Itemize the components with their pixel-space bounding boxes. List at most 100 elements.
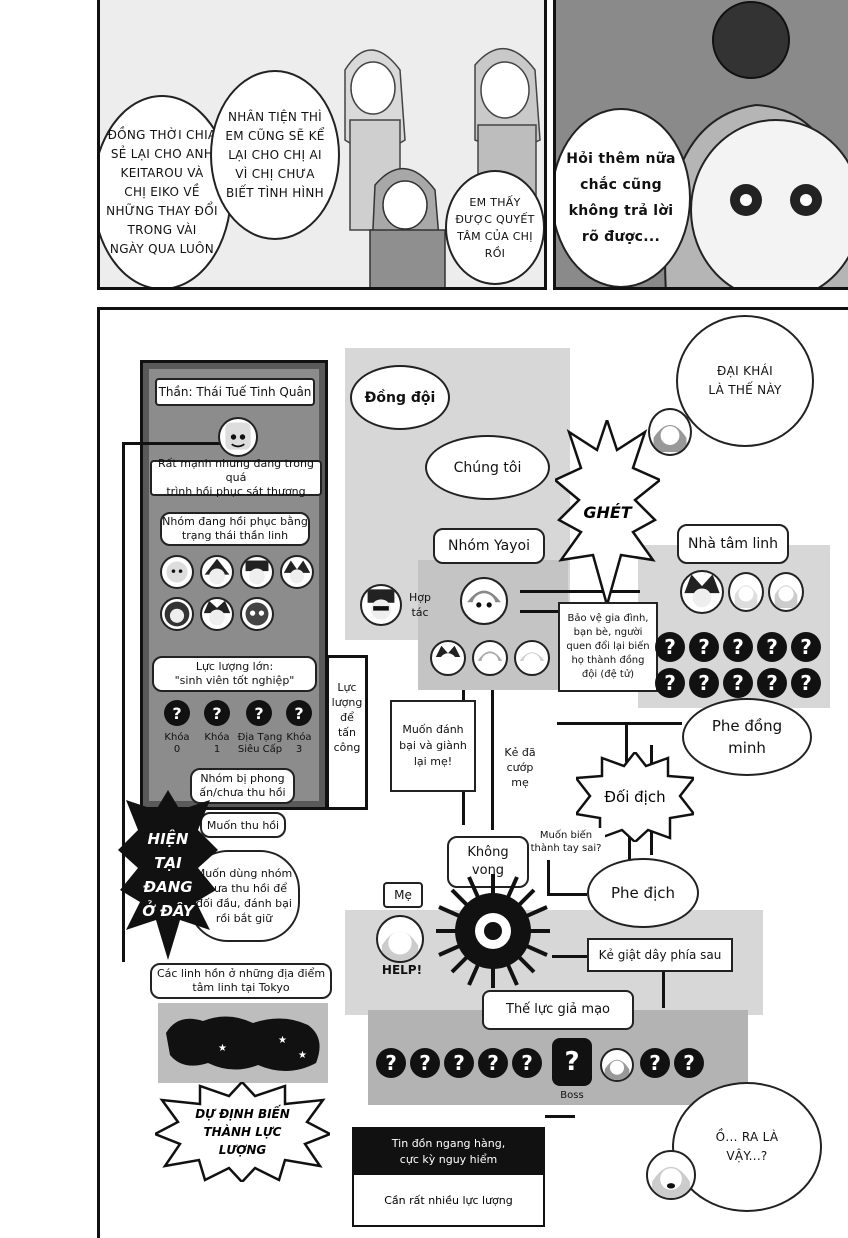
fake-unknown-icon-7: ? xyxy=(674,1048,704,1078)
spirit-house-unknown-icon-8: ? xyxy=(723,668,753,698)
year-1-label: Khóa 1 xyxy=(204,732,230,755)
attack-force-label: Lực lượng để tấn công xyxy=(331,681,363,754)
yayoi-group-label: Nhóm Yayoi xyxy=(433,528,545,564)
bubble-ask-text: Hỏi thêm nữa chắc cũng không trả lời rõ … xyxy=(566,151,676,245)
boss-label: Boss xyxy=(560,1090,584,1101)
recovering-face-icon-3 xyxy=(240,555,274,589)
ally-coop-face-icon xyxy=(360,584,402,626)
khong-vong-sun-icon xyxy=(434,872,552,990)
svg-text:★: ★ xyxy=(218,1043,227,1054)
sealed-group-label: Nhóm bị phong ấn/chưa thu hồi xyxy=(190,768,295,804)
ally-side-label: Phe đồng minh xyxy=(682,698,812,776)
fake-unknown-icon-5: ? xyxy=(512,1048,542,1078)
year-0-label: Khóa 0 xyxy=(164,732,190,755)
god-title-label: Thần: Thái Tuế Tinh Quân xyxy=(155,378,315,406)
hate-text: GHÉT xyxy=(583,503,632,522)
spirit-house-unknown-icon-10: ? xyxy=(791,668,821,698)
fake-unknown-icon-6: ? xyxy=(640,1048,670,1078)
bubble-oh-text: Ồ... RA LÀ VẬY...? xyxy=(715,1130,779,1163)
year-2-unknown-icon: ? xyxy=(246,700,272,726)
fake-unknown-icon-3: ? xyxy=(444,1048,474,1078)
recovering-face-icon-1 xyxy=(160,555,194,589)
yayoi-member-face-icon-1 xyxy=(430,640,466,676)
opposed-burst: Đối địch xyxy=(576,752,694,842)
we-label: Chúng tôi xyxy=(425,435,550,500)
spirit-house-unknown-icon-4: ? xyxy=(757,632,787,662)
bubble-resolve-text: EM THẤY ĐƯỢC QUYẾT TÂM CỦA CHỊ RỒI xyxy=(455,195,535,260)
spirit-house-label: Nhà tâm linh xyxy=(677,524,789,564)
recovering-face-icon-7 xyxy=(240,597,274,631)
puppeteer-line xyxy=(552,955,587,958)
plan-burst: DỰ ĐỊNH BIẾN THÀNH LỰC LƯỢNG xyxy=(155,1082,330,1182)
teammates-text: Đồng đội xyxy=(364,389,436,406)
khong-to-yayoi-line xyxy=(491,690,494,830)
spirit-house-face-icon-1 xyxy=(680,570,724,614)
spirit-house-unknown-icon-3: ? xyxy=(723,632,753,662)
fake-unknown-icon-2: ? xyxy=(410,1048,440,1078)
we-text: Chúng tôi xyxy=(453,459,522,476)
ally-side-text: Phe đồng minh xyxy=(711,717,783,757)
yayoi-member-face-icon-3 xyxy=(514,640,550,676)
yayoi-spirit-line-top xyxy=(520,590,640,593)
now-here-burst: HIỆN TẠI ĐANG Ở ĐÂY xyxy=(118,790,218,960)
hate-burst: GHÉT xyxy=(555,420,660,605)
spirit-house-unknown-icon-1: ? xyxy=(655,632,685,662)
recovering-face-icon-2 xyxy=(200,555,234,589)
fake-unknown-icon-1: ? xyxy=(376,1048,406,1078)
want-recover-label: Muốn thu hồi xyxy=(200,812,286,838)
speech-bubble-resolve: EM THẤY ĐƯỢC QUYẾT TÂM CỦA CHỊ RỒI xyxy=(445,170,544,285)
puppeteer-label: Kẻ giật dây phía sau xyxy=(587,938,733,972)
plan-text: DỰ ĐỊNH BIẾN THÀNH LỰC LƯỢNG xyxy=(195,1107,290,1157)
now-here-text: HIỆN TẠI ĐANG Ở ĐÂY xyxy=(142,830,194,920)
bubble-roughly-text: ĐẠI KHÁI LÀ THẾ NÀY xyxy=(708,364,782,397)
listener-small-face-icon xyxy=(646,1150,696,1200)
enemy-to-khong-line xyxy=(547,830,550,895)
year-1-unknown-icon: ? xyxy=(204,700,230,726)
year-2-label: Địa Tạng Siêu Cấp xyxy=(237,732,283,755)
top-left-panel: ĐỒNG THỜI CHIA SẺ LẠI CHO ANH KEITAROU V… xyxy=(97,0,547,290)
ally-line-v xyxy=(625,722,628,762)
attack-force-bracket xyxy=(326,655,368,810)
speech-bubble-share: ĐỒNG THỜI CHIA SẺ LẠI CHO ANH KEITAROU V… xyxy=(100,95,232,287)
need-force-label: Cần rất nhiều lực lượng xyxy=(384,1193,513,1207)
left-return-line-h xyxy=(122,442,220,445)
spirit-house-unknown-icon-9: ? xyxy=(757,668,787,698)
enemy-to-khong-line-h xyxy=(547,893,587,896)
spirit-house-unknown-icon-5: ? xyxy=(791,632,821,662)
want-turn-label: Muốn biến thành tay sai? xyxy=(527,828,605,860)
recovering-face-icon-5 xyxy=(160,597,194,631)
god-desc-label: Rất mạnh nhưng đang trong quá trình hồi … xyxy=(150,457,322,498)
rumor-to-boss-line xyxy=(545,1115,575,1118)
stole-mom-label: Kẻ đã cướp mẹ xyxy=(500,745,540,790)
speech-bubble-oh: Ồ... RA LÀ VẬY...? xyxy=(672,1082,822,1212)
enemy-side-text: Phe địch xyxy=(611,884,675,902)
speech-bubble-tell: NHÂN TIỆN THÌ EM CŨNG SẼ KỂ LẠI CHO CHỊ … xyxy=(210,70,340,240)
puppeteer-v xyxy=(662,968,665,1008)
cooperate-label: Hợp tác xyxy=(409,591,431,619)
tokyo-spirits-label: Các linh hồn ở những địa điểm tâm linh t… xyxy=(150,963,332,999)
god-face-icon xyxy=(218,417,258,457)
khong-vong-label: Không vong xyxy=(447,836,529,888)
boss-unknown-icon: ? xyxy=(552,1038,592,1086)
year-3-unknown-icon: ? xyxy=(286,700,312,726)
fake-face-icon xyxy=(600,1048,634,1082)
spirit-house-unknown-icon-7: ? xyxy=(689,668,719,698)
svg-text:★: ★ xyxy=(278,1035,287,1046)
ally-line-h xyxy=(557,722,682,725)
svg-text:★: ★ xyxy=(298,1050,307,1061)
help-label: HELP! xyxy=(381,963,423,977)
enemy-side-label: Phe địch xyxy=(587,858,699,928)
spirit-house-face-icon-3 xyxy=(768,572,804,612)
yayoi-member-face-icon-2 xyxy=(472,640,508,676)
opposed-text: Đối địch xyxy=(604,788,666,806)
recovering-face-icon-4 xyxy=(280,555,314,589)
speech-bubble-ask: Hỏi thêm nữa chắc cũng không trả lời rõ … xyxy=(556,108,691,287)
spirit-house-unknown-icon-2: ? xyxy=(689,632,719,662)
spirit-house-unknown-icon-6: ? xyxy=(655,668,685,698)
rumor-box: Tin đồn ngang hàng, cực kỳ nguy hiểm Cần… xyxy=(352,1127,545,1227)
enemy-opposed-line xyxy=(628,820,631,860)
year-3-label: Khóa 3 xyxy=(286,732,312,755)
teammates-label: Đồng đội xyxy=(350,365,450,430)
year-0-unknown-icon: ? xyxy=(164,700,190,726)
